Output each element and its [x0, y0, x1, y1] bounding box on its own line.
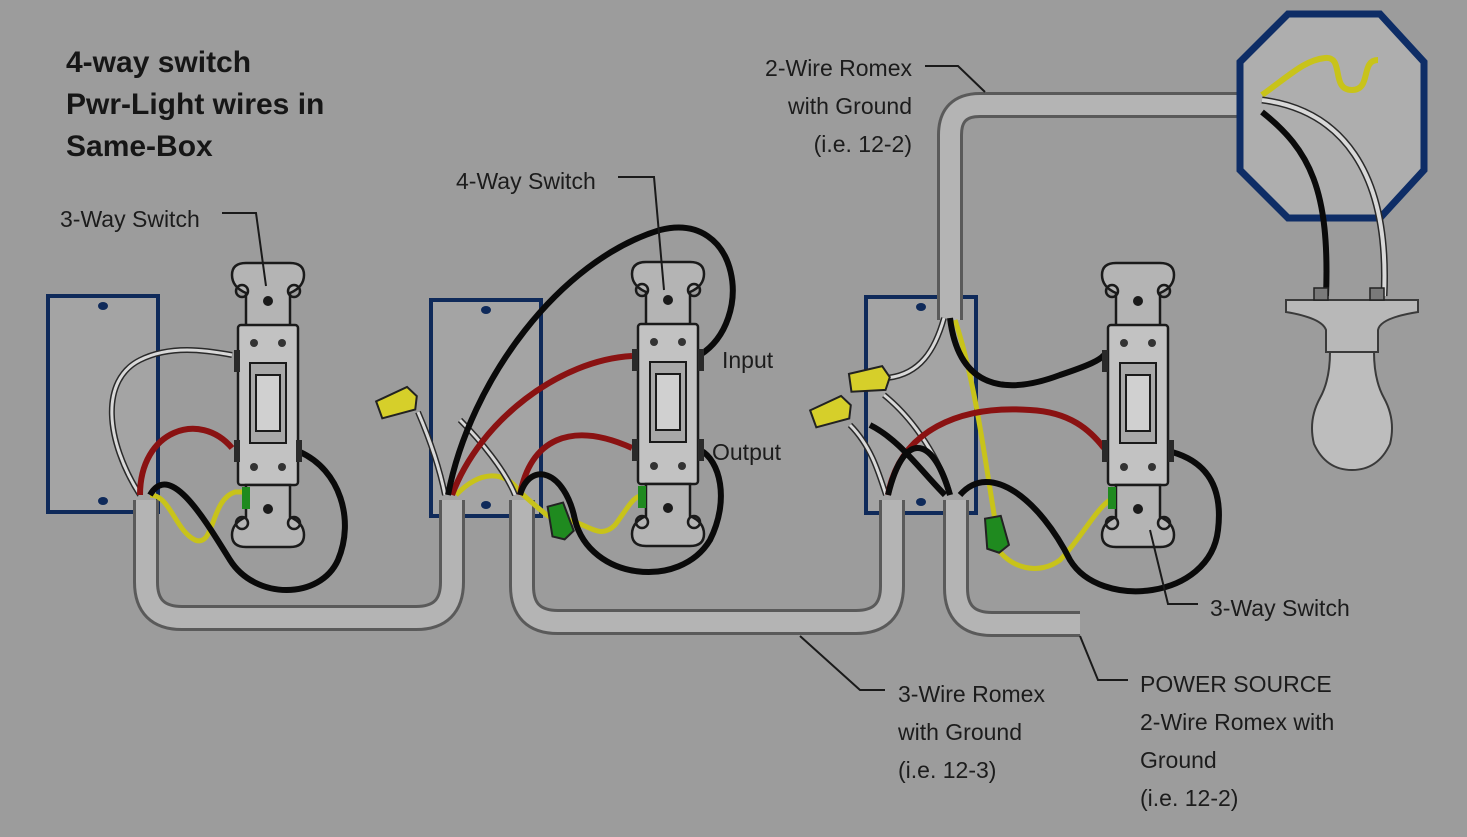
middle-box-screw-hole	[481, 306, 491, 314]
power-source-line-3: Ground	[1140, 747, 1217, 773]
leader-left-switch	[222, 212, 267, 287]
label-romex-light: 2-Wire Romex with Ground (i.e. 12-2)	[738, 49, 912, 163]
title-line-3: Same-Box	[66, 130, 213, 163]
power-source-line-4: (i.e. 12-2)	[1140, 785, 1239, 811]
black-wire-right-loop	[885, 445, 953, 496]
middle-4-way-switch	[630, 260, 706, 548]
left-box-screw-hole	[98, 302, 108, 310]
label-left-3-way-switch: 3-Way Switch	[60, 206, 200, 232]
left-3-way-switch	[230, 261, 306, 549]
leader-power-source	[1079, 635, 1128, 681]
lamp-terminal	[1369, 287, 1385, 301]
right-box-screw-hole	[916, 303, 926, 311]
red-wire-middle-1	[449, 353, 633, 497]
fixture-ground-wire	[1260, 55, 1379, 98]
fixture-black-wire	[1260, 109, 1330, 297]
romex-3wire-line-1: 3-Wire Romex	[898, 681, 1045, 707]
right-box-screw-hole	[916, 498, 926, 506]
lamp-terminal	[1313, 287, 1329, 301]
leader-romex-light	[925, 65, 986, 93]
white-wire-left-inner	[110, 348, 233, 496]
black-wire-right-light	[947, 317, 1107, 389]
light-bulb	[1311, 351, 1393, 472]
white-wire-right-a-inner	[885, 317, 946, 380]
romex-light-line-1: 2-Wire Romex	[765, 55, 912, 81]
black-wire-right-nut	[868, 422, 948, 498]
romex-light-line-3: (i.e. 12-2)	[813, 131, 912, 157]
white-wire-middle-inner	[416, 411, 447, 496]
lamp-holder	[1285, 299, 1419, 353]
label-romex-3wire: 3-Wire Romex with Ground (i.e. 12-3)	[898, 675, 1045, 789]
romex-cable-light	[937, 92, 1266, 320]
ground-wire-right	[952, 319, 998, 521]
black-wire-right-power	[957, 449, 1222, 595]
romex-3wire-line-3: (i.e. 12-3)	[898, 757, 997, 783]
label-input: Input	[722, 347, 774, 373]
wire-nut	[374, 385, 418, 420]
romex-cable-power-source	[943, 500, 1080, 637]
romex-cable-left	[133, 500, 465, 631]
right-3-way-switch	[1100, 261, 1176, 549]
label-right-3-way-switch: 3-Way Switch	[1210, 595, 1350, 621]
left-box-screw-hole	[98, 497, 108, 505]
ground-wire-right-2	[992, 497, 1112, 571]
title-line-1: 4-way switch	[66, 46, 252, 79]
label-power-source: POWER SOURCE 2-Wire Romex with Ground (i…	[1140, 665, 1334, 817]
power-source-line-1: POWER SOURCE	[1140, 671, 1332, 697]
label-4-way-switch: 4-Way Switch	[456, 168, 596, 194]
label-output: Output	[712, 439, 782, 465]
left-electrical-box	[46, 294, 160, 514]
black-wire-middle-arc	[445, 224, 736, 496]
green-wire-nut	[983, 514, 1011, 554]
fixture-white-wire-inner	[1261, 98, 1387, 297]
wire-nut	[808, 394, 852, 429]
romex-light-line-2: with Ground	[787, 93, 912, 119]
black-wire-middle-low	[517, 447, 724, 575]
leader-right-switch	[1149, 529, 1198, 605]
romex-cable-3wire	[509, 500, 905, 635]
diagram-title: 4-way switch Pwr-Light wires in Same-Box	[66, 42, 324, 168]
title-line-2: Pwr-Light wires in	[66, 88, 325, 121]
red-wire-middle-2	[517, 432, 634, 496]
leader-middle-switch	[618, 176, 665, 291]
romex-3wire-line-2: with Ground	[898, 719, 1023, 745]
leader-lines	[222, 65, 1198, 691]
red-wire-left	[137, 425, 235, 496]
middle-box-screw-hole	[481, 501, 491, 509]
wire-nut	[847, 365, 891, 393]
power-source-line-2: 2-Wire Romex with	[1140, 709, 1335, 735]
ground-wire-middle-2	[567, 493, 641, 534]
ground-wire-left	[149, 489, 244, 544]
green-wire-nut	[546, 501, 575, 541]
leader-romex-3wire	[799, 635, 885, 691]
black-wire-left	[147, 449, 348, 593]
white-wire-right-c-inner	[848, 423, 888, 496]
